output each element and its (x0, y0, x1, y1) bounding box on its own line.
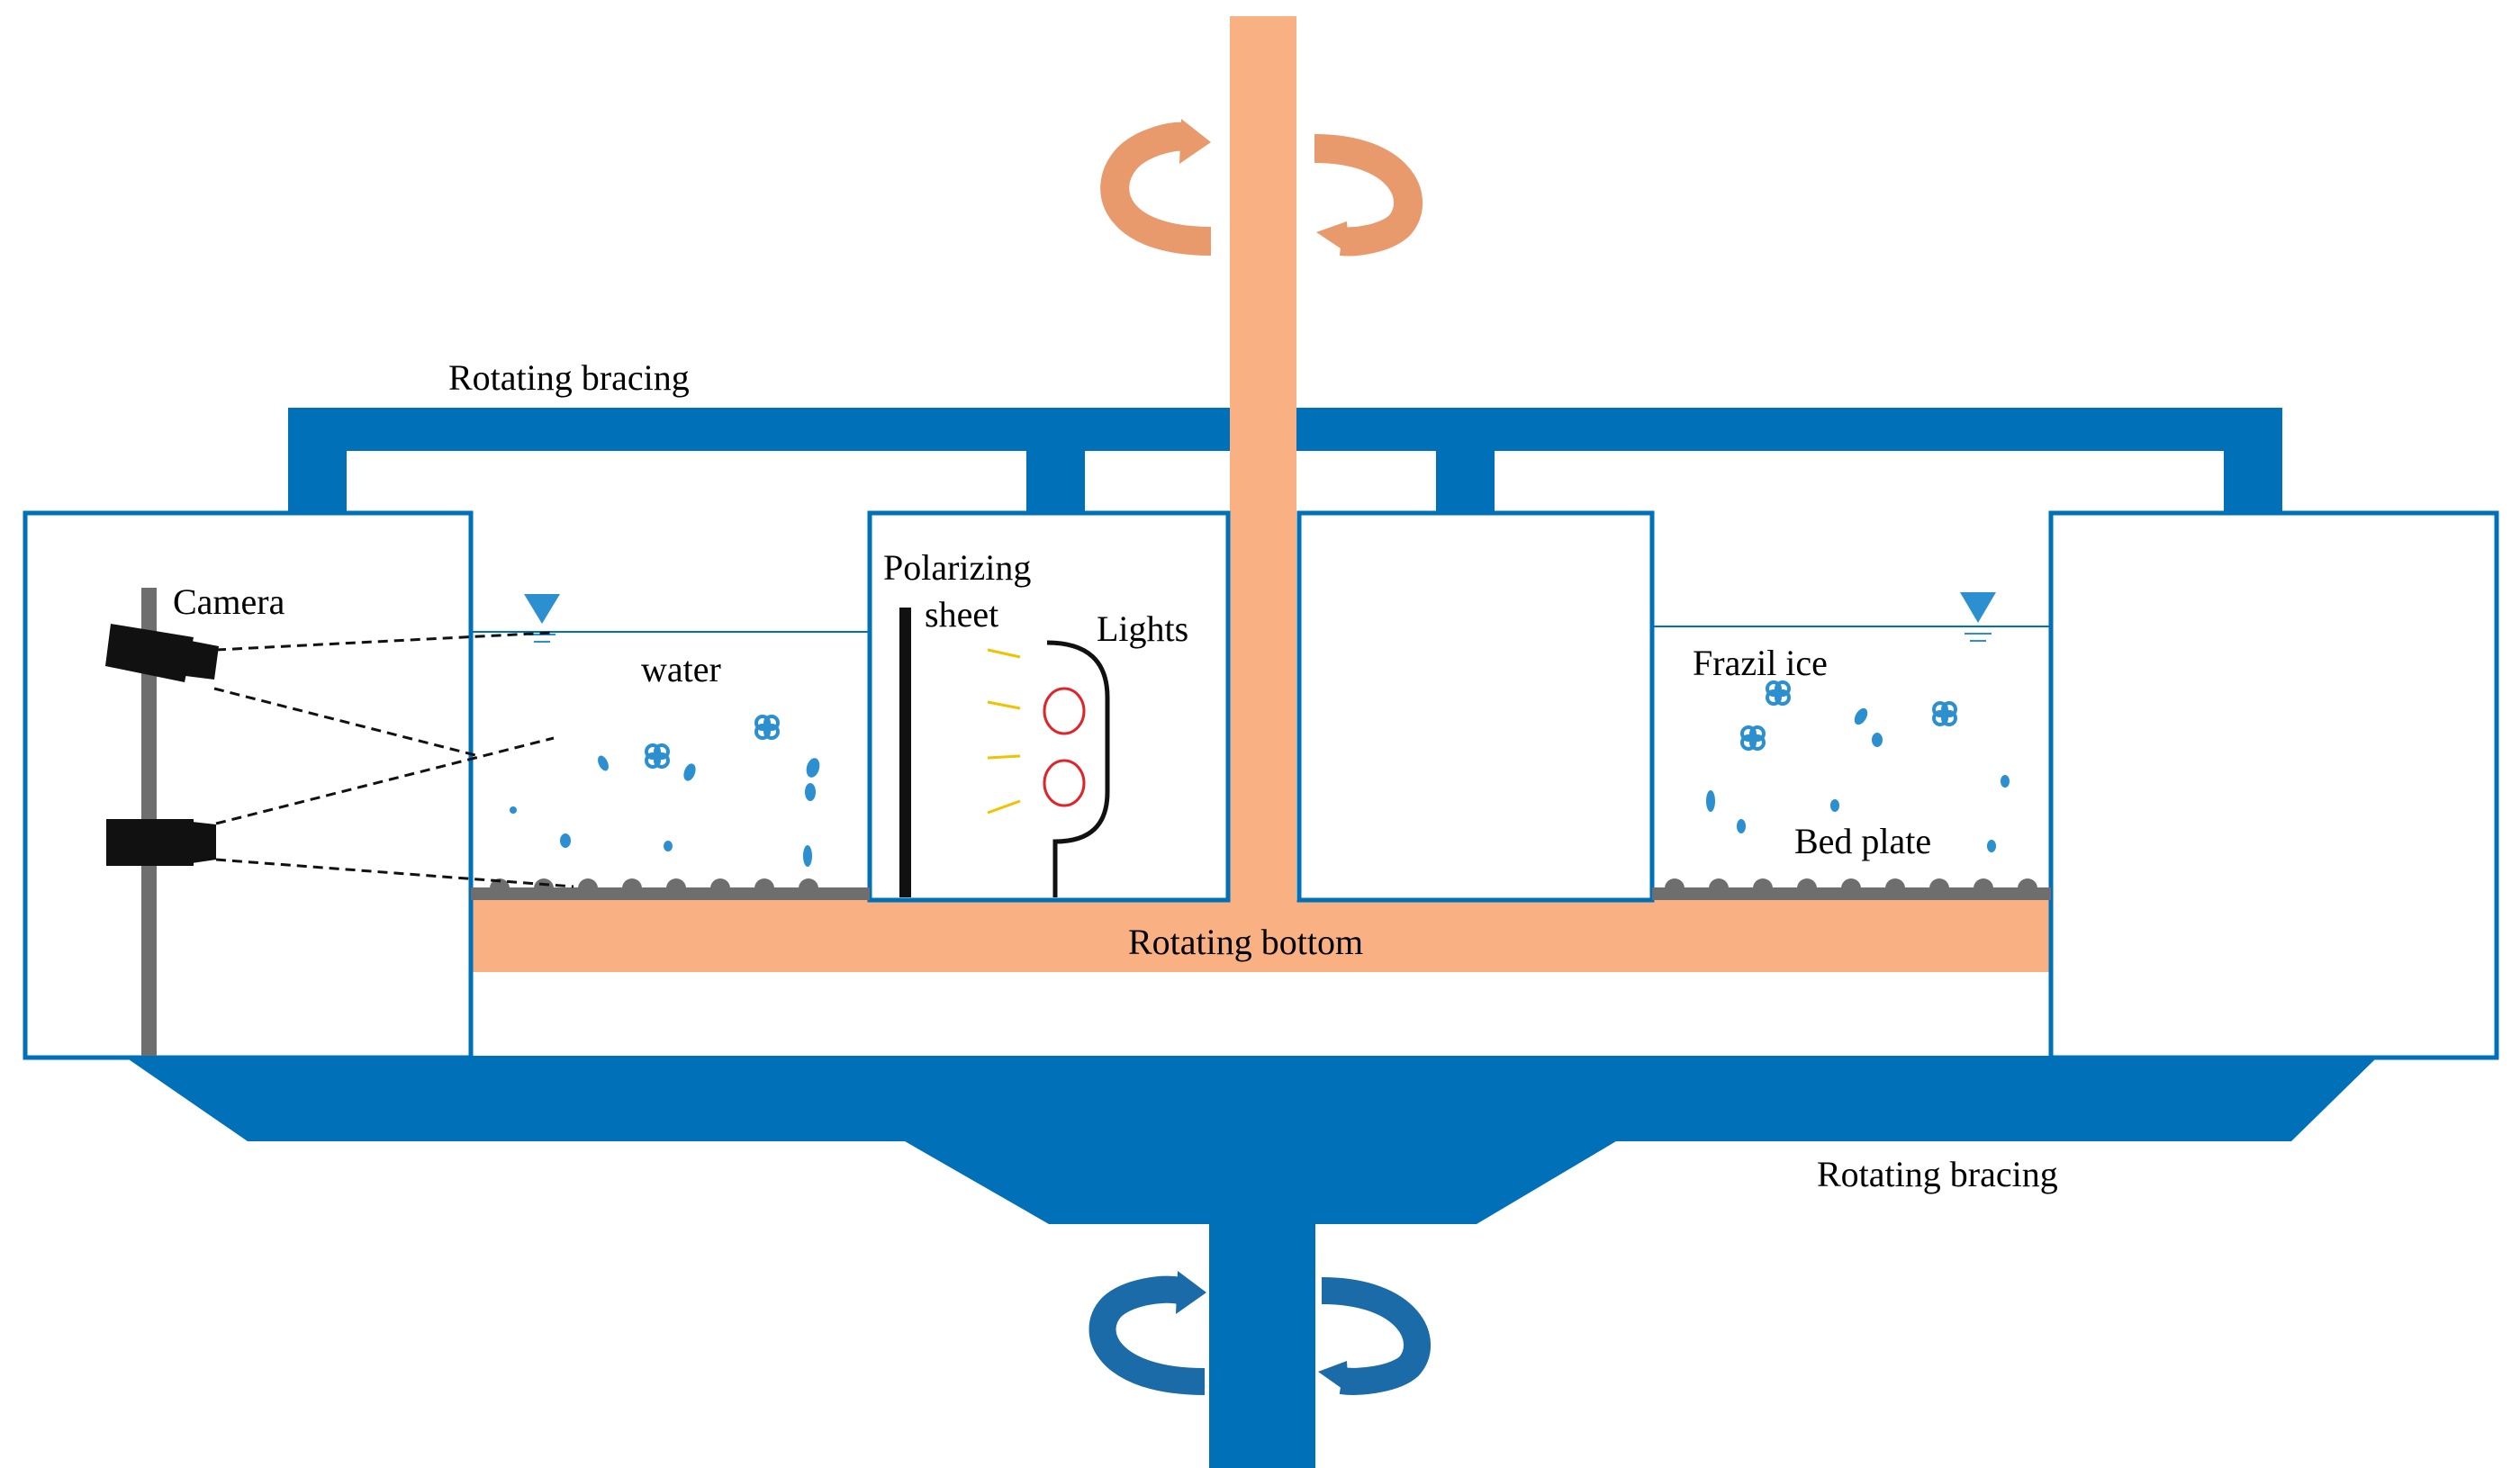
frazil-particle (1872, 733, 1883, 747)
bed-plate-bump (1753, 878, 1773, 898)
frazil-particle (1737, 819, 1746, 833)
frazil-particle (805, 783, 816, 801)
water-level-right-icon (1960, 592, 1996, 642)
frazil-particle (2001, 775, 2010, 788)
center-left-box (867, 510, 1231, 903)
bed-plate-bump (1974, 878, 1993, 898)
camera-sight-lines (213, 631, 574, 888)
frazil-particle (560, 833, 571, 848)
rotation-arrow-top-right-icon (1314, 134, 1423, 257)
bed-plate-bump (666, 878, 686, 898)
bed-plate-bump (578, 878, 598, 898)
bed-plate-bump (1841, 878, 1861, 898)
label-frazil-ice: Frazil ice (1693, 643, 1828, 683)
light-housing (1046, 640, 1110, 897)
bed-plate-bump (1885, 878, 1905, 898)
label-bed-plate: Bed plate (1794, 821, 1931, 861)
camera-bottom-icon (106, 819, 216, 866)
frazil-particle (598, 755, 609, 771)
bed-plate-bump (1709, 878, 1729, 898)
left-outer-box (23, 510, 474, 1060)
frazil-particle (1854, 707, 1868, 725)
lamp-1 (1043, 687, 1086, 735)
rotation-arrow-bottom-right-icon (1318, 1277, 1431, 1395)
frazil-particle (683, 763, 696, 781)
frazil-particle (1706, 790, 1715, 812)
bed-plate-bump (490, 878, 510, 898)
frazil-particle (806, 758, 820, 778)
lamp-2 (1043, 759, 1086, 807)
right-outer-box (2048, 510, 2499, 1060)
frazil-floc (645, 743, 670, 769)
bed-plate-bump (710, 878, 730, 898)
camera-top-icon (105, 624, 219, 682)
bed-plate-bump (799, 878, 818, 898)
label-lights: Lights (1097, 608, 1188, 649)
frazil-floc (1740, 725, 1766, 751)
label-polarizing: Polarizing (883, 547, 1031, 588)
frazil-floc (754, 715, 780, 740)
center-right-box (1296, 510, 1655, 903)
bed-plate-bump (1665, 878, 1685, 898)
rotation-arrow-bottom-left-icon (1088, 1271, 1206, 1395)
frazil-particle (664, 841, 673, 851)
label-water: water (641, 649, 721, 689)
light-rays (987, 648, 1021, 815)
bed-plate-bump (2018, 878, 2037, 898)
bed-plate-bump (1797, 878, 1817, 898)
bottom-bracing (126, 1058, 2377, 1468)
bed-plate-bump (754, 878, 774, 898)
polarizing-sheet (899, 608, 911, 897)
bed-plate-bump (622, 878, 642, 898)
bed-plate-bump (1929, 878, 1949, 898)
frazil-floc (1766, 680, 1791, 706)
bed-plate-bump (534, 878, 554, 898)
label-rotating-bottom: Rotating bottom (1128, 922, 1363, 962)
label-camera: Camera (173, 581, 285, 622)
frazil-particle (1987, 840, 1996, 852)
frazil-particle (1830, 799, 1839, 812)
label-rotating-bracing-top: Rotating bracing (448, 357, 690, 398)
rotating-shaft (1230, 16, 1296, 907)
label-rotating-bracing-bottom: Rotating bracing (1817, 1154, 2058, 1194)
rotation-arrow-top-left-icon (1100, 119, 1212, 256)
rotating-bottom (471, 900, 2051, 972)
label-sheet: sheet (925, 594, 998, 635)
frazil-particle (510, 806, 517, 814)
frazil-particle (803, 845, 812, 867)
frazil-floc (1932, 701, 1957, 726)
